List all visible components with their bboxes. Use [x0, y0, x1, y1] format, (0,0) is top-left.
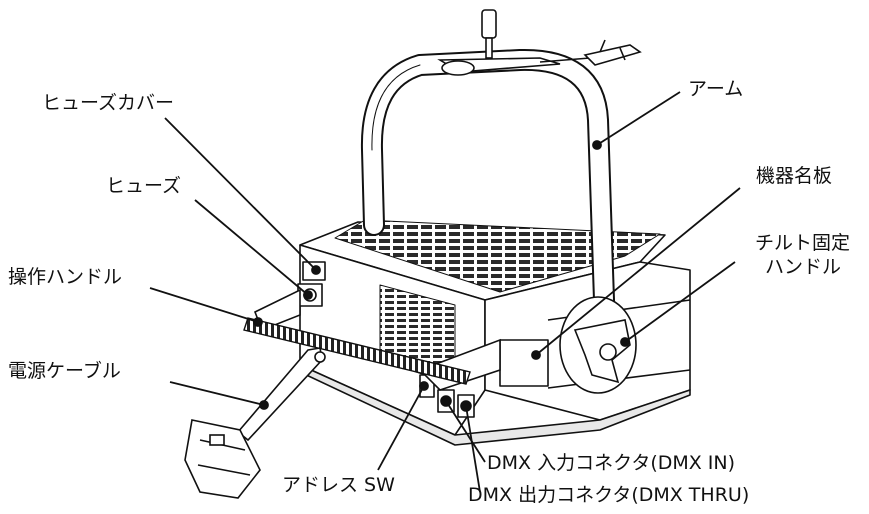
- leader-lines: [149, 91, 741, 493]
- label-arm: アーム: [688, 78, 744, 100]
- label-address-sw: アドレス SW: [282, 474, 395, 496]
- power-cable: [184, 347, 326, 499]
- label-fuse: ヒューズ: [106, 175, 182, 197]
- top-vent: [334, 219, 661, 293]
- label-power-cable: 電源ケーブル: [8, 360, 121, 382]
- nameplate-plate: [499, 339, 549, 387]
- label-operation-handle: 操作ハンドル: [8, 266, 123, 288]
- bottom-face: [299, 364, 691, 446]
- label-tilt-handle-line1: チルト固定: [755, 232, 851, 254]
- label-tilt-handle-line2: ハンドル: [765, 256, 842, 278]
- label-nameplate: 機器名板: [756, 165, 833, 187]
- top-clamp: [437, 9, 642, 76]
- cable-plug: [184, 419, 261, 499]
- label-dmx-in: DMX 入力コネクタ(DMX IN): [487, 452, 736, 474]
- operation-handle-bar: [243, 317, 471, 385]
- label-dmx-thru: DMX 出力コネクタ(DMX THRU): [468, 484, 750, 506]
- tilt-handle: [559, 296, 637, 394]
- label-fuse-cover: ヒューズカバー: [42, 92, 175, 114]
